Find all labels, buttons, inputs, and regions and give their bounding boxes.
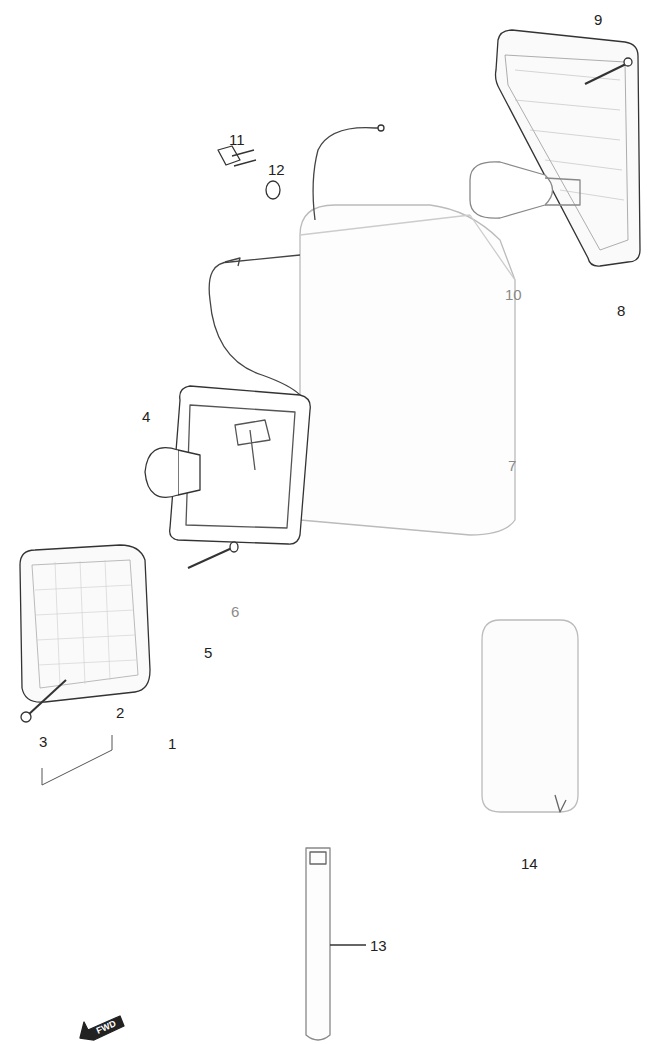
callout-number: 13	[370, 938, 387, 953]
callout-number: 3	[39, 734, 47, 749]
callout-number: 8	[617, 303, 625, 318]
callout-number: 7	[508, 458, 516, 473]
callout-number: 12	[268, 162, 285, 177]
callout-number: 1	[168, 736, 176, 751]
callout-number: 4	[142, 409, 150, 424]
callout-number: 5	[204, 645, 212, 660]
callout-number: 14	[521, 856, 538, 871]
callout-number: 6	[231, 604, 239, 619]
callout-number: 2	[116, 705, 124, 720]
callout-number: 10	[505, 287, 522, 302]
callout-number: 11	[229, 132, 245, 147]
callout-number: 9	[594, 12, 602, 27]
